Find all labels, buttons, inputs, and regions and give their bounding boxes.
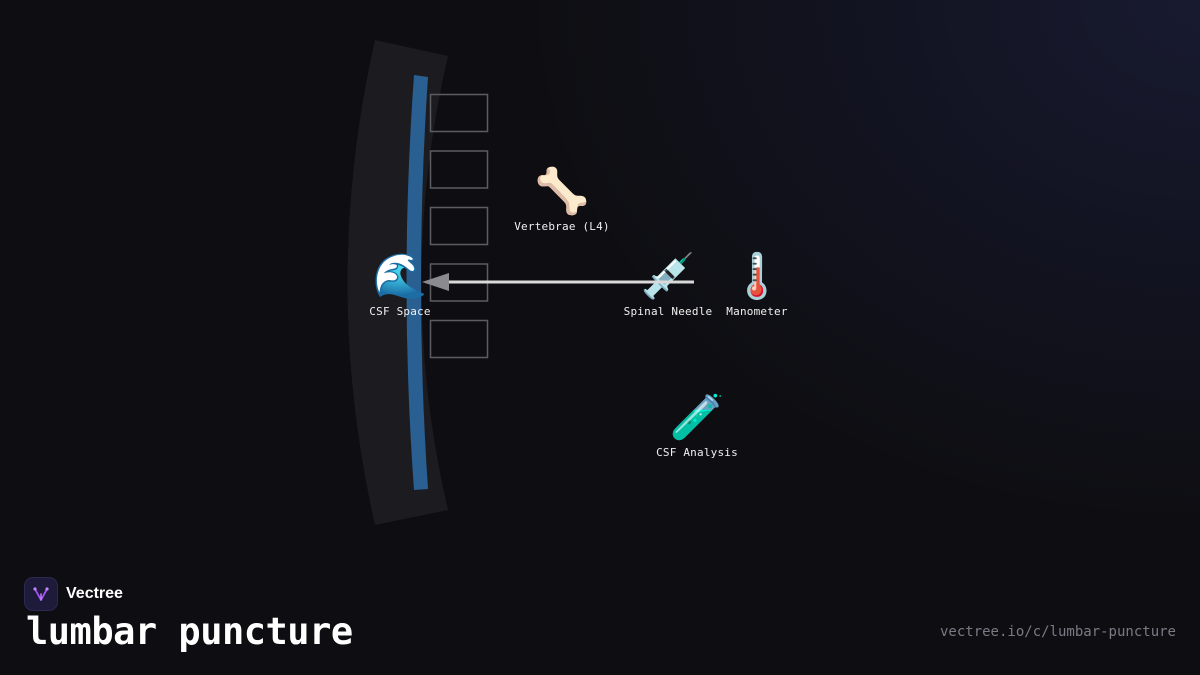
vectree-logo-mark: [33, 587, 49, 601]
node-csf-space[interactable]: 🌊 CSF Space: [369, 251, 431, 319]
node-spinal-needle[interactable]: 💉 Spinal Needle: [623, 251, 713, 319]
node-label: Manometer: [726, 305, 788, 318]
vertebra-segment: [429, 206, 489, 246]
syringe-icon: 💉: [640, 251, 696, 302]
node-manometer[interactable]: 🌡️ Manometer: [726, 251, 788, 319]
node-label: CSF Space: [369, 305, 431, 318]
vertebra-segment: [429, 150, 489, 189]
brand-name: Vectree: [66, 585, 123, 602]
vertebra-segment: [429, 93, 489, 133]
vertebra-segment: [429, 263, 489, 302]
vertebra-segment: [429, 319, 489, 359]
footer-url[interactable]: vectree.io/c/lumbar-puncture: [939, 624, 1176, 640]
page-title: lumbar puncture: [26, 610, 353, 653]
node-vertebrae[interactable]: 🦴 Vertebrae (L4): [514, 166, 610, 234]
bone-icon: 🦴: [534, 166, 590, 217]
spinal-canal: [406, 75, 428, 490]
node-label: CSF Analysis: [656, 446, 738, 459]
brand[interactable]: Vectree: [24, 577, 123, 611]
vectree-logo-icon: [24, 577, 58, 611]
thermometer-icon: 🌡️: [729, 251, 785, 302]
node-label: Spinal Needle: [623, 305, 713, 318]
node-csf-analysis[interactable]: 🧪 CSF Analysis: [656, 392, 738, 460]
node-label: Vertebrae (L4): [514, 220, 610, 233]
water-wave-icon: 🌊: [372, 251, 428, 302]
test-tube-icon: 🧪: [669, 392, 725, 443]
